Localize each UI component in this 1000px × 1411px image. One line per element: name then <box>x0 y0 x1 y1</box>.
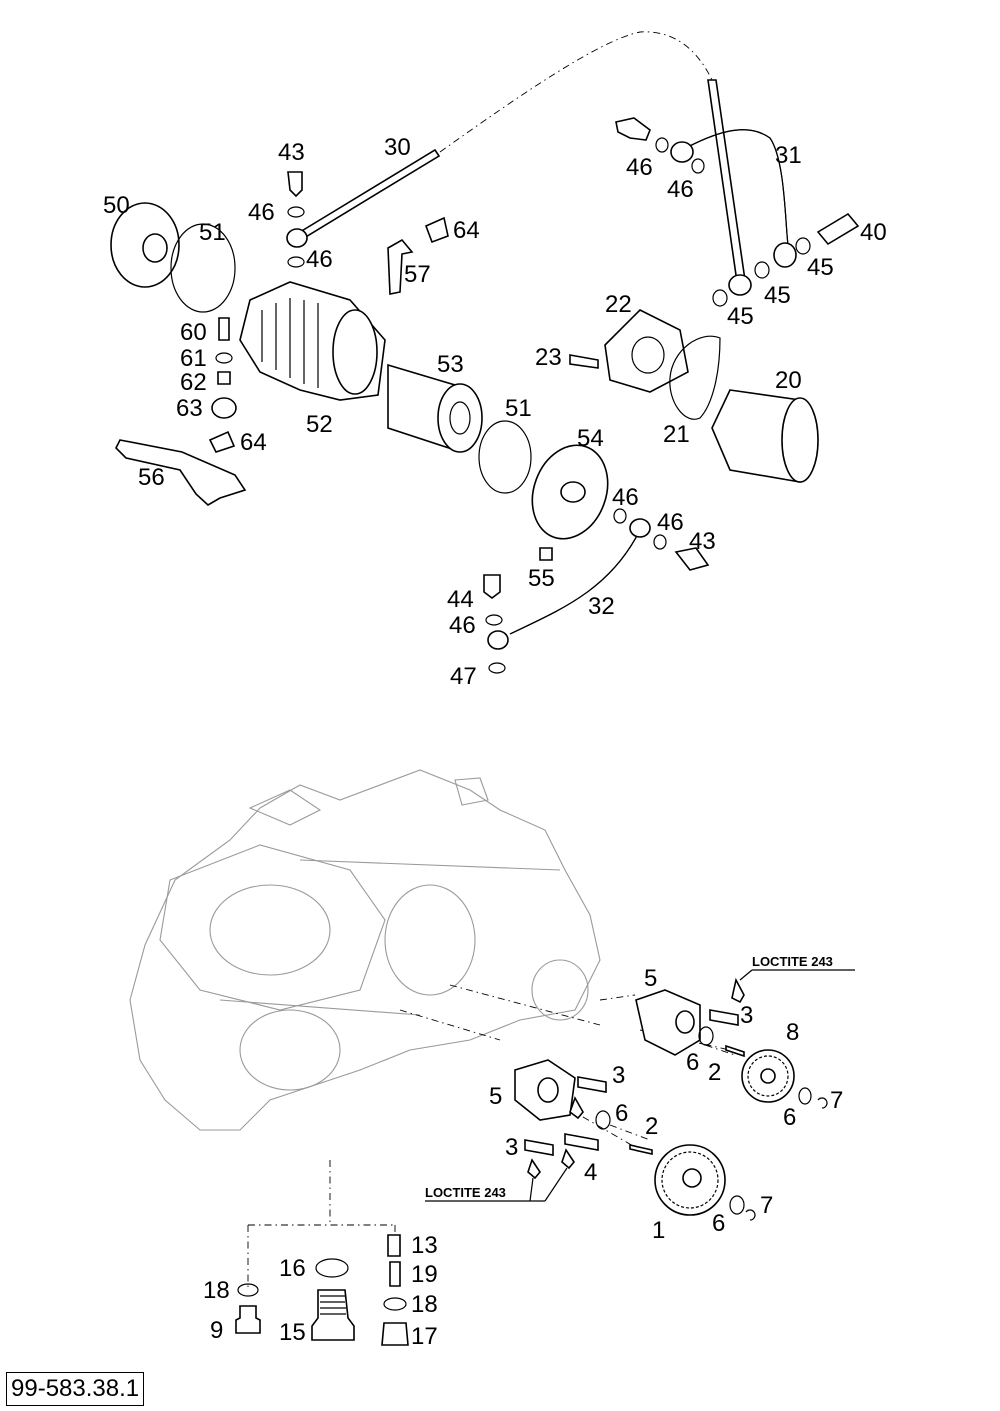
part-label: 18 <box>411 1291 438 1318</box>
part-label: 3 <box>740 1002 753 1029</box>
part-label: 47 <box>450 663 477 690</box>
part-label: 45 <box>764 282 791 309</box>
bracket-56 <box>115 439 247 506</box>
part-label: 3 <box>612 1062 625 1089</box>
part-label: 46 <box>626 154 653 181</box>
part-label: 56 <box>138 464 165 491</box>
part-label: 46 <box>306 246 333 273</box>
part-label: 19 <box>411 1261 438 1288</box>
svg-text:LOCTITE 243: LOCTITE 243 <box>425 1185 506 1200</box>
part-label: 8 <box>786 1019 799 1046</box>
oil-pipe-30 <box>298 148 441 240</box>
part-label: 16 <box>279 1255 306 1282</box>
part-label: 17 <box>411 1323 438 1350</box>
part-label: 45 <box>727 303 754 330</box>
part-label: 64 <box>453 217 480 244</box>
part-label: 40 <box>860 219 887 246</box>
part-label: 1 <box>652 1217 665 1244</box>
part-label: 31 <box>775 142 802 169</box>
loctite-note-upper: LOCTITE 243 <box>739 954 855 981</box>
part-label: 54 <box>577 425 604 452</box>
part-label: 46 <box>248 199 275 226</box>
part-label: 2 <box>645 1113 658 1140</box>
filter-cover-22 <box>604 309 689 393</box>
part-label: 6 <box>686 1049 699 1076</box>
part-label: 53 <box>437 351 464 378</box>
part-label: 20 <box>775 367 802 394</box>
part-label: 7 <box>830 1087 843 1114</box>
part-label: 6 <box>783 1104 796 1131</box>
oil-pipe-31-rod <box>707 79 746 283</box>
part-label: 7 <box>760 1192 773 1219</box>
part-label: 18 <box>203 1277 230 1304</box>
part-label: 46 <box>657 509 684 536</box>
part-label: 63 <box>176 395 203 422</box>
part-label: 51 <box>505 395 532 422</box>
part-label: 55 <box>528 565 555 592</box>
part-label: 5 <box>644 965 657 992</box>
part-labels: 43 30 46 50 51 46 64 31 46 46 40 45 57 4… <box>103 134 887 1350</box>
part-label: 2 <box>708 1059 721 1086</box>
part-label: 6 <box>615 1100 628 1127</box>
oil-screen-15 <box>311 1289 355 1341</box>
part-label: 52 <box>306 411 333 438</box>
part-label: 46 <box>667 176 694 203</box>
part-label: 57 <box>404 261 431 288</box>
part-label: 9 <box>210 1317 223 1344</box>
svg-text:LOCTITE 243: LOCTITE 243 <box>752 954 833 969</box>
document-id: 99-583.38.1 <box>6 1372 145 1406</box>
upper-assembly <box>110 31 860 674</box>
lower-assembly <box>129 769 828 1346</box>
part-label: 21 <box>663 421 690 448</box>
part-label: 64 <box>240 429 267 456</box>
part-label: 5 <box>489 1083 502 1110</box>
part-label: 50 <box>103 192 130 219</box>
part-label: 6 <box>712 1210 725 1237</box>
part-label: 43 <box>278 139 305 166</box>
crankcase <box>129 769 601 1131</box>
o-ring-16 <box>315 1258 349 1278</box>
part-label: 32 <box>588 593 615 620</box>
part-label: 60 <box>180 319 207 346</box>
part-label: 22 <box>605 291 632 318</box>
part-label: 43 <box>689 528 716 555</box>
part-label: 62 <box>180 369 207 396</box>
part-label: 45 <box>807 254 834 281</box>
part-label: 61 <box>180 345 207 372</box>
part-label: 13 <box>411 1232 438 1259</box>
part-label: 23 <box>535 344 562 371</box>
part-label: 46 <box>612 484 639 511</box>
loctite-note-lower: LOCTITE 243 <box>425 1167 568 1202</box>
part-label: 51 <box>199 219 226 246</box>
part-label: 3 <box>505 1134 518 1161</box>
o-ring-21 <box>669 335 721 420</box>
part-label: 4 <box>584 1159 597 1186</box>
plug-17 <box>381 1322 409 1346</box>
part-label: 46 <box>449 612 476 639</box>
part-label: 15 <box>279 1319 306 1346</box>
part-label: 30 <box>384 134 411 161</box>
drain-plug-9 <box>235 1305 261 1334</box>
o-ring-51 <box>170 223 236 313</box>
part-label: 44 <box>447 586 474 613</box>
